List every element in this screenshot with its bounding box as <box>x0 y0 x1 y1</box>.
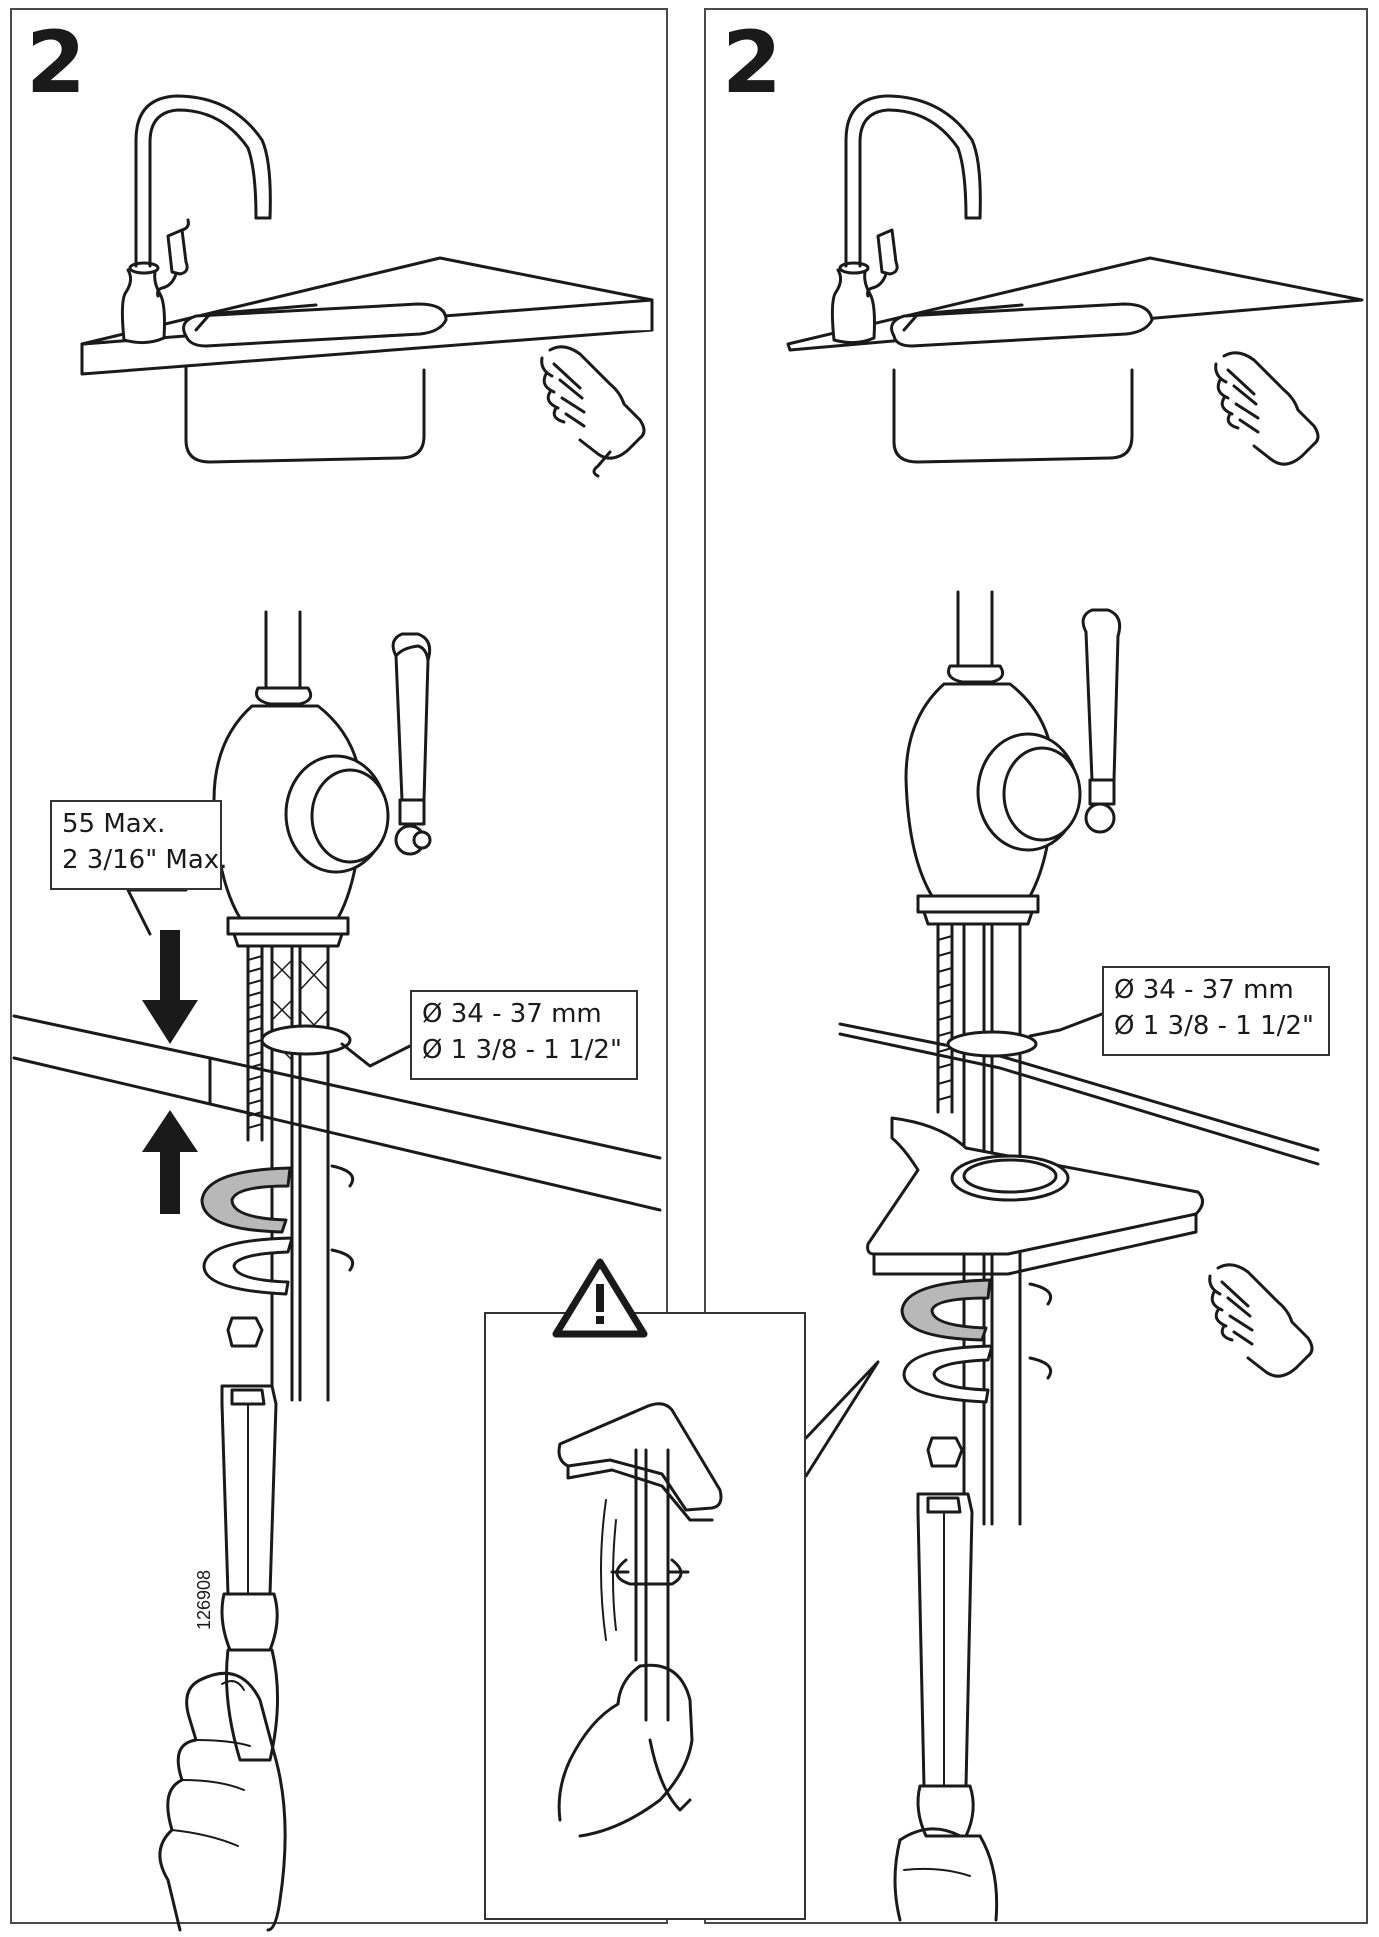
callout-line: Ø 34 - 37 mm <box>422 999 602 1029</box>
hand-pointing-icon <box>1214 351 1320 466</box>
countertop-section-thick <box>12 1014 662 1212</box>
callout-line: 55 Max. <box>62 809 166 839</box>
hole-diameter-callout: Ø 34 - 37 mm Ø 1 3/8 - 1 1/2" <box>410 990 638 1080</box>
callout-leader <box>1028 1012 1104 1038</box>
detail-leader <box>804 1360 880 1478</box>
step-number: 2 <box>722 13 782 113</box>
step-number: 2 <box>26 13 86 113</box>
document-id: 126908 <box>194 1569 214 1630</box>
horseshoe-washers <box>200 1164 355 1296</box>
callout-leader <box>126 888 188 936</box>
faucet-on-thick-countertop <box>80 94 654 464</box>
callout-line: Ø 1 3/8 - 1 1/2" <box>1114 1011 1314 1041</box>
hand-gripping-tool <box>893 1827 999 1922</box>
callout-line: Ø 1 3/8 - 1 1/2" <box>422 1035 622 1065</box>
countertop-section-thin <box>838 1022 1320 1166</box>
hole-diameter-callout: Ø 34 - 37 mm Ø 1 3/8 - 1 1/2" <box>1102 966 1330 1056</box>
callout-line: 2 3/16" Max. <box>62 845 228 875</box>
faucet-body-exploded-thin <box>904 590 1122 1526</box>
hand-pointing-icon <box>540 345 646 478</box>
socket-wrench <box>916 1436 975 1838</box>
hand-pointing-icon <box>1208 1263 1314 1378</box>
faucet-on-thin-countertop <box>786 94 1364 464</box>
socket-wrench <box>220 1316 280 1762</box>
max-thickness-callout: 55 Max. 2 3/16" Max. <box>50 800 228 890</box>
mounting-bracket-plate <box>866 1116 1204 1276</box>
callout-line: Ø 34 - 37 mm <box>1114 975 1294 1005</box>
callout-leader <box>340 1042 412 1068</box>
hand-gripping-tool <box>158 1671 287 1932</box>
warning-triangle-icon <box>552 1258 648 1338</box>
faucet-body-exploded-thick <box>212 610 432 1402</box>
arrow-up-down-icon <box>142 930 198 1214</box>
horseshoe-washers <box>900 1278 1053 1404</box>
